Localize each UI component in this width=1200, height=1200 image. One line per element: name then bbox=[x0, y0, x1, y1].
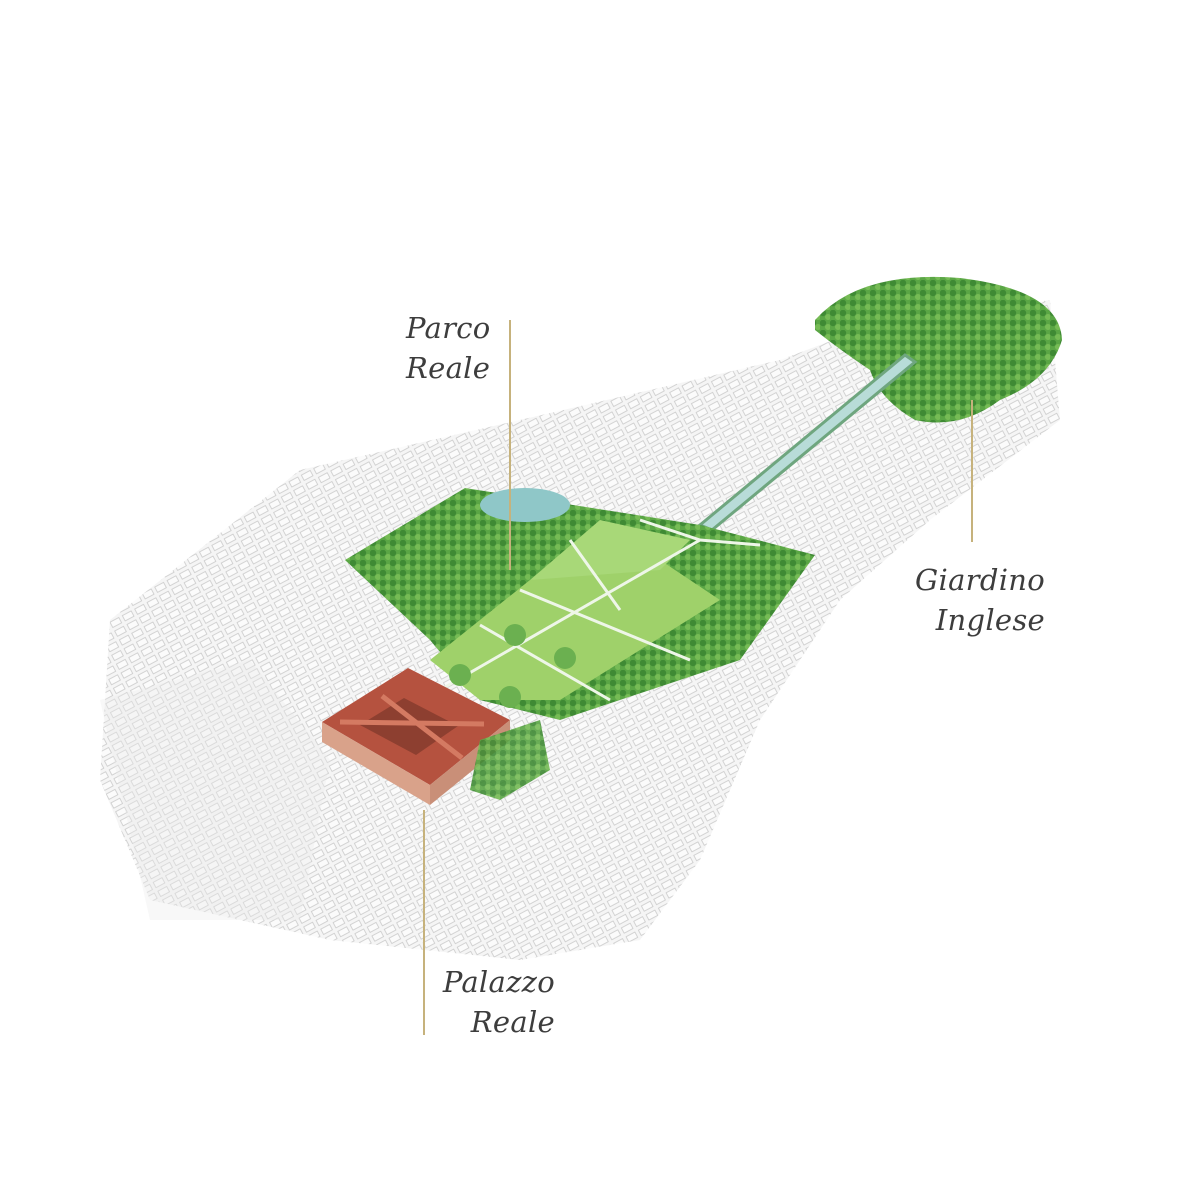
parco-reale-leader-line bbox=[509, 320, 511, 570]
lawn-upper bbox=[530, 520, 690, 580]
label-line: Parco bbox=[406, 311, 491, 345]
parco-reale-label: Parco Reale bbox=[406, 308, 491, 388]
label-line: Giardino bbox=[915, 563, 1045, 597]
label-line: Palazzo bbox=[442, 965, 555, 999]
label-line: Reale bbox=[406, 351, 491, 385]
south-garden bbox=[470, 720, 550, 800]
palazzo-reale-leader-line bbox=[423, 810, 425, 1035]
giardino-inglese-leader-line bbox=[971, 400, 973, 542]
giardino-inglese-area bbox=[815, 276, 1062, 423]
giardino-inglese-label: Giardino Inglese bbox=[915, 560, 1045, 640]
palazzo-reale-label: Palazzo Reale bbox=[443, 962, 555, 1042]
label-line: Inglese bbox=[935, 603, 1045, 637]
round-parterres bbox=[449, 624, 576, 708]
lake bbox=[480, 488, 570, 522]
park-paths bbox=[439, 518, 761, 702]
city-fade bbox=[100, 660, 330, 920]
label-line: Reale bbox=[470, 1005, 555, 1039]
parterre-lawn bbox=[430, 560, 720, 700]
